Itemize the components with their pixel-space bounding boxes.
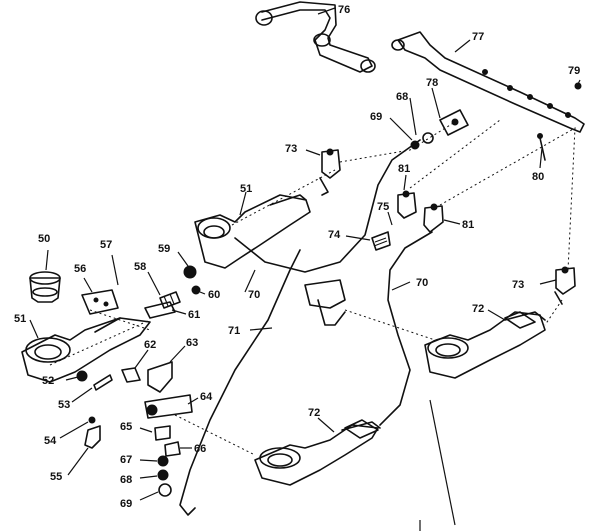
tube-70-lower (379, 231, 433, 426)
spring-74 (371, 231, 391, 251)
label-56: 56 (74, 263, 86, 275)
burner-cap (29, 271, 61, 303)
burner-lower-left (21, 317, 151, 383)
assembly-line-8 (49, 319, 151, 366)
screw-52 (76, 370, 88, 382)
burner-lower-middle (254, 421, 381, 486)
label-62: 62 (144, 339, 156, 351)
label-60: 60 (208, 289, 220, 301)
igniter-junction (304, 279, 346, 326)
label-51-lower: 51 (14, 313, 26, 325)
assembly-line-1 (339, 121, 456, 163)
drop-line (429, 399, 456, 526)
label-52: 52 (42, 375, 54, 387)
orifice-78 (439, 109, 469, 136)
label-73-upper: 73 (285, 143, 297, 155)
valve-73-lower (554, 266, 576, 305)
label-51-upper: 51 (240, 183, 252, 195)
label-67: 67 (120, 454, 132, 466)
washer-60 (191, 285, 201, 295)
label-54: 54 (44, 435, 57, 447)
label-58: 58 (134, 261, 146, 273)
label-63: 63 (186, 337, 198, 349)
valve-81-upper (397, 190, 417, 219)
assembly-line-5 (544, 299, 563, 326)
label-76: 76 (338, 4, 350, 16)
label-66: 66 (194, 443, 206, 455)
label-79: 79 (568, 65, 580, 77)
manifold-pipe (391, 31, 585, 133)
bracket-72-right (504, 311, 536, 329)
bracket-63 (147, 361, 173, 393)
label-69-lower: 69 (120, 498, 132, 510)
pin-54 (88, 416, 96, 424)
valve-81-lower (423, 203, 444, 233)
label-64: 64 (200, 391, 213, 403)
assembly-line-6 (344, 309, 436, 341)
label-68-lower: 68 (120, 474, 132, 486)
label-68-upper: 68 (396, 91, 408, 103)
label-50: 50 (38, 233, 50, 245)
spring-58 (159, 291, 181, 309)
leader-lines (29, 7, 581, 501)
fitting-69-68 (410, 132, 434, 150)
assembly-line-7 (174, 414, 256, 456)
label-75: 75 (377, 201, 389, 213)
label-81-lower: 81 (462, 219, 474, 231)
label-70-left: 70 (248, 289, 260, 301)
valve-73-upper (319, 148, 341, 196)
nut-68-lower (157, 469, 169, 481)
fitting-66 (164, 441, 181, 457)
screw-53 (93, 374, 113, 391)
assembly-line-4 (439, 127, 576, 271)
label-74: 74 (328, 229, 341, 241)
bracket-56 (81, 289, 119, 315)
ring-69-lower (158, 483, 172, 497)
label-61: 61 (188, 309, 200, 321)
collar-61 (144, 301, 176, 319)
nut-67 (157, 455, 169, 467)
label-78: 78 (426, 77, 438, 89)
label-53: 53 (58, 399, 70, 411)
nut-59 (183, 265, 197, 279)
assembly-line-9 (89, 309, 151, 331)
assembly-line-3 (409, 119, 501, 189)
cap-65 (154, 425, 171, 441)
clip-55 (84, 425, 101, 449)
bracket-72-lower (344, 419, 379, 439)
label-81-upper: 81 (398, 163, 410, 175)
label-80: 80 (532, 171, 544, 183)
label-65: 65 (120, 421, 132, 433)
label-73-lower: 73 (512, 279, 524, 291)
orifice-64 (144, 394, 193, 419)
tube-70-upper (234, 139, 421, 273)
label-71: 71 (228, 325, 240, 337)
label-70-right: 70 (416, 277, 428, 289)
burner-upper-left (194, 194, 311, 269)
tube-71 (179, 249, 301, 516)
label-59: 59 (158, 243, 170, 255)
label-72-lower: 72 (308, 407, 320, 419)
inlet-tube (255, 1, 376, 73)
label-72-right: 72 (472, 303, 484, 315)
label-55: 55 (50, 471, 62, 483)
label-69-upper: 69 (370, 111, 382, 123)
label-57: 57 (100, 239, 112, 251)
strap-62 (121, 367, 141, 383)
label-77: 77 (472, 31, 484, 43)
burner-right (424, 311, 546, 379)
